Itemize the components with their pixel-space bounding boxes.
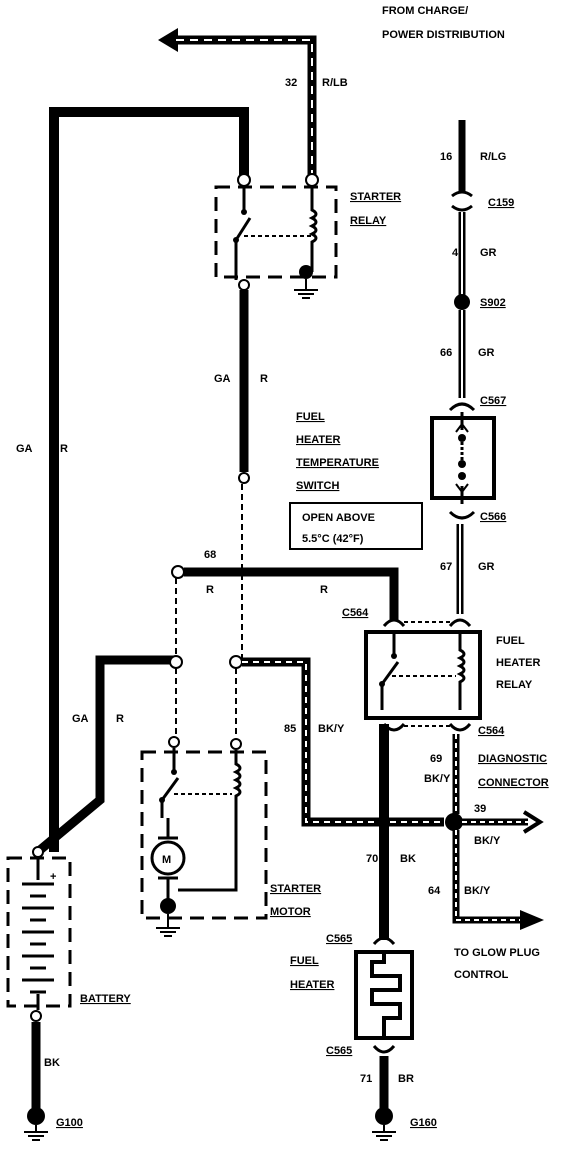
fuel-heater-relay <box>364 618 482 732</box>
battery-label: BATTERY <box>80 993 131 1005</box>
wire-39-number: 39 <box>474 803 486 815</box>
wire-67-color: GR <box>478 561 495 573</box>
wire-39-color: BK/Y <box>474 835 501 847</box>
c567-label: C567 <box>480 395 506 407</box>
temp-switch-label-2: HEATER <box>296 434 340 446</box>
battery-plus: + <box>50 871 56 883</box>
wire-70-number: 70 <box>366 853 378 865</box>
wire-4-color: GR <box>480 247 497 259</box>
wire-69-color: BK/Y <box>424 773 451 785</box>
temp-note-1: OPEN ABOVE <box>302 512 375 524</box>
wire-66-color: GR <box>478 347 495 359</box>
header-line1: FROM CHARGE/ <box>382 5 468 17</box>
glow-plug-label-2: CONTROL <box>454 969 509 981</box>
starter-motor-label-2: MOTOR <box>270 906 311 918</box>
wire-68-number: 68 <box>204 549 216 561</box>
diag-label-1: DIAGNOSTIC <box>478 753 547 765</box>
starter-relay-label-1: STARTER <box>350 191 401 203</box>
motor-symbol: M <box>162 854 171 866</box>
wire-r-left-label: R <box>60 443 68 455</box>
c564-bottom-label: C564 <box>478 725 505 737</box>
wire-32-color: R/LB <box>322 77 348 89</box>
temp-note-2: 5.5°C (42°F) <box>302 533 364 545</box>
starter-relay <box>214 173 338 299</box>
ground-g160 <box>372 1107 396 1141</box>
wire-69-number: 69 <box>430 753 442 765</box>
wire-ga-mid-label: GA <box>72 713 89 725</box>
c566-label: C566 <box>480 511 506 523</box>
fuel-heater <box>354 936 414 1054</box>
wire-85-number: 85 <box>284 723 296 735</box>
wire-66-number: 66 <box>440 347 452 359</box>
wire-ga-left-label: GA <box>16 443 33 455</box>
wire-85 <box>229 655 444 827</box>
wire-16-color: R/LG <box>480 151 506 163</box>
wire-68-color-right: R <box>320 584 328 596</box>
temp-switch-label-3: TEMPERATURE <box>296 457 379 469</box>
wire-69-splice <box>445 734 544 930</box>
g160-label: G160 <box>410 1117 437 1129</box>
g100-label: G100 <box>56 1117 83 1129</box>
wire-85-color: BK/Y <box>318 723 345 735</box>
c565-top-label: C565 <box>326 933 352 945</box>
wire-16-number: 16 <box>440 151 452 163</box>
fh-relay-label-2: HEATER <box>496 657 540 669</box>
wire-4-number: 4 <box>452 247 459 259</box>
starter-motor <box>140 736 268 937</box>
wire-68 <box>171 565 399 620</box>
temp-switch-label-4: SWITCH <box>296 480 339 492</box>
wire-70-color: BK <box>400 853 416 865</box>
starter-relay-label-2: RELAY <box>350 215 387 227</box>
power-arrow <box>158 28 317 180</box>
c565-bottom-label: C565 <box>326 1045 352 1057</box>
c159-label: C159 <box>488 197 514 209</box>
wire-71-color: BR <box>398 1073 414 1085</box>
temperature-switch <box>430 412 496 504</box>
wire-ga-relay-label: GA <box>214 373 231 385</box>
starter-motor-label-1: STARTER <box>270 883 321 895</box>
wire-16-column <box>448 120 476 412</box>
temp-note-box <box>289 502 423 550</box>
wire-64-number: 64 <box>428 885 441 897</box>
temp-switch-label-1: FUEL <box>296 411 325 423</box>
wire-r-relay-label: R <box>260 373 268 385</box>
diag-label-2: CONNECTOR <box>478 777 549 789</box>
s902-label: S902 <box>480 297 506 309</box>
battery <box>6 846 72 1022</box>
wire-67-number: 67 <box>440 561 452 573</box>
c564-top-label: C564 <box>342 607 369 619</box>
fh-relay-label-3: RELAY <box>496 679 533 691</box>
wire-r-mid-label: R <box>116 713 124 725</box>
ground-g100 <box>24 1107 48 1141</box>
fuel-heater-label-1: FUEL <box>290 955 319 967</box>
wire-68-color-left: R <box>206 584 214 596</box>
wire-ga-r-left <box>49 107 249 852</box>
fuel-heater-label-2: HEATER <box>290 979 334 991</box>
wire-71-number: 71 <box>360 1073 372 1085</box>
relay-out-terminal <box>238 472 250 484</box>
fh-relay-label-1: FUEL <box>496 635 525 647</box>
battery-wire-color: BK <box>44 1057 60 1069</box>
wire-32-number: 32 <box>285 77 297 89</box>
wire-ga-r-mid <box>37 655 183 854</box>
wire-64-color: BK/Y <box>464 885 491 897</box>
glow-plug-label-1: TO GLOW PLUG <box>454 947 540 959</box>
header-line2: POWER DISTRIBUTION <box>382 29 505 41</box>
